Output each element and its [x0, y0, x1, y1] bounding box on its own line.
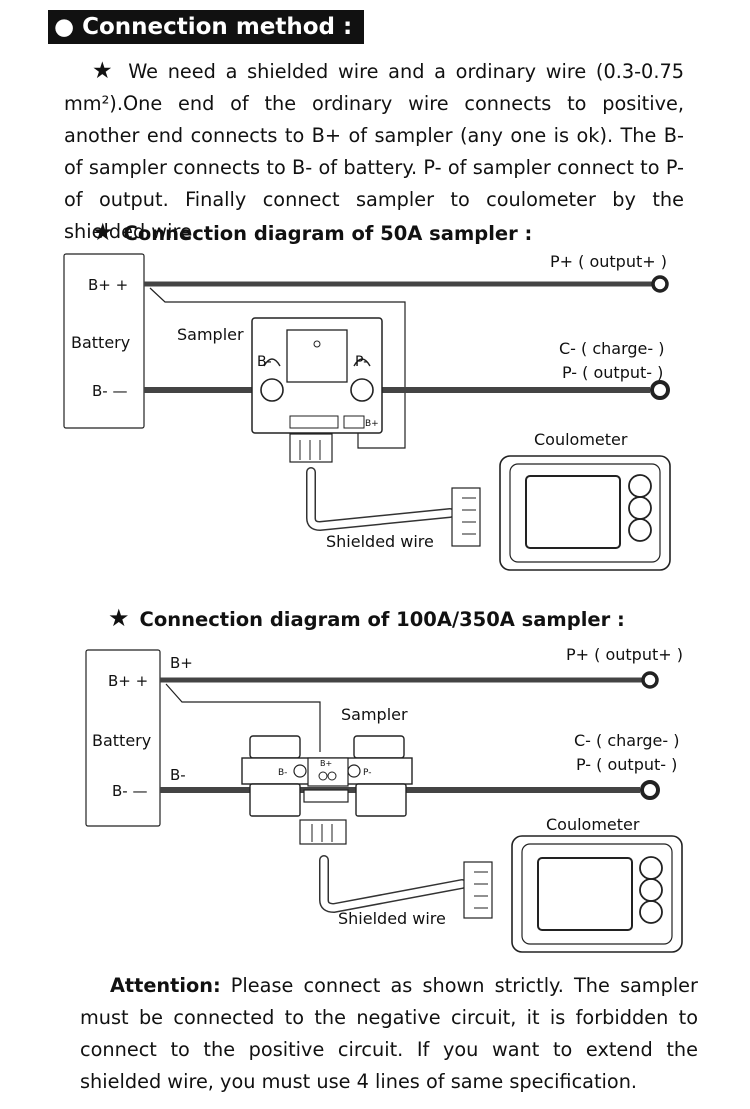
- diagram2-heading-text: Connection diagram of 100A/350A sampler …: [139, 608, 625, 631]
- bolt-icon: [293, 764, 307, 778]
- sampler-label: Sampler: [341, 705, 408, 724]
- section-title-text: Connection method :: [82, 14, 353, 40]
- diagram-100a-350a: B+ B+ + Battery B- B- — Sampler B- B+ P-…: [85, 645, 683, 953]
- sampler-bplus-label: B+: [365, 419, 379, 429]
- sampler-bminus-label: B-: [278, 768, 287, 778]
- coulometer-label: Coulometer: [546, 815, 640, 834]
- diagram-50a: B+ + Battery B- — Sampler B- P- B+ P+ ( …: [63, 252, 671, 571]
- sampler-bminus-label: B-: [257, 354, 272, 370]
- star-icon: ★: [92, 218, 114, 246]
- diagram2-heading: ★ Connection diagram of 100A/350A sampler…: [108, 604, 625, 632]
- button-icon: [628, 518, 652, 542]
- diagram1-heading: ★ Connection diagram of 50A sampler :: [92, 218, 532, 246]
- terminal-icon: [651, 275, 669, 293]
- section-title: ● Connection method :: [48, 10, 365, 44]
- bolt-icon: [347, 764, 361, 778]
- bminus-wire-label: B-: [170, 766, 186, 784]
- battery-bminus-label: B- —: [92, 382, 127, 400]
- output-pminus-label: P- ( output- ): [576, 755, 677, 774]
- charge-cminus-label: C- ( charge- ): [574, 731, 680, 750]
- battery-bplus-label: B+ +: [108, 672, 148, 690]
- terminal-icon: [640, 780, 660, 800]
- coulometer-device: [499, 455, 671, 571]
- attention-label: Attention:: [110, 974, 221, 997]
- shielded-wire-label: Shielded wire: [338, 909, 446, 928]
- attention-paragraph: Attention: Please connect as shown stric…: [80, 970, 698, 1098]
- button-icon: [639, 900, 663, 924]
- output-pplus-label: P+ ( output+ ): [550, 252, 667, 271]
- star-icon: ★: [108, 604, 130, 632]
- battery-label: Battery: [71, 333, 130, 352]
- sampler-pminus-label: P-: [355, 354, 368, 370]
- bplus-wire-label: B+: [170, 654, 193, 672]
- battery-label: Battery: [92, 731, 151, 750]
- terminal-icon: [641, 671, 659, 689]
- battery-bminus-label: B- —: [112, 782, 147, 800]
- battery-bplus-label: B+ +: [88, 276, 128, 294]
- sampler-pminus-label: P-: [363, 768, 371, 778]
- diagram1-heading-text: Connection diagram of 50A sampler :: [123, 222, 533, 245]
- charge-cminus-label: C- ( charge- ): [559, 339, 665, 358]
- coulometer-label: Coulometer: [534, 430, 628, 449]
- star-icon: ★: [92, 58, 117, 84]
- bolt-icon: [260, 378, 284, 402]
- shielded-wire-label: Shielded wire: [326, 532, 434, 551]
- output-pminus-label: P- ( output- ): [562, 363, 663, 382]
- battery-box: [63, 253, 145, 429]
- battery-box: [85, 649, 161, 827]
- intro-text: We need a shielded wire and a ordinary w…: [64, 60, 684, 243]
- attention-text: Please connect as shown strictly. The sa…: [80, 974, 698, 1093]
- output-pplus-label: P+ ( output+ ): [566, 645, 683, 664]
- sampler-bplus-label: B+: [320, 759, 332, 768]
- bullet-icon: ●: [54, 14, 75, 40]
- bolt-icon: [350, 378, 374, 402]
- sampler-label: Sampler: [177, 325, 244, 344]
- terminal-icon: [650, 380, 670, 400]
- intro-paragraph: ★We need a shielded wire and a ordinary …: [64, 55, 684, 248]
